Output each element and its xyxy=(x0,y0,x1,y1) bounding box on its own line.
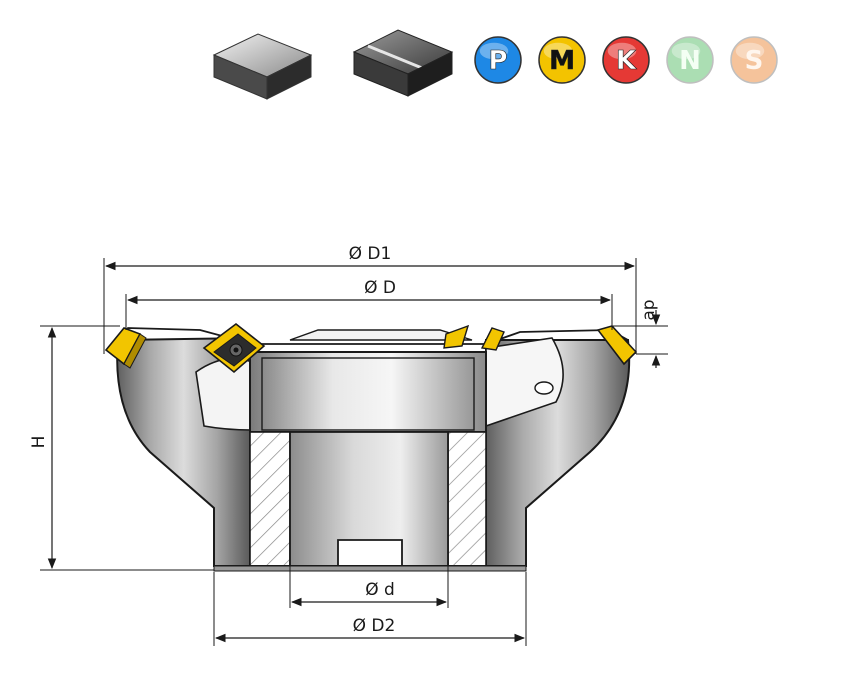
cutter-top-rim xyxy=(117,327,629,345)
plain-block-icon xyxy=(212,33,313,100)
dim-d2-label: Ø D2 xyxy=(353,616,396,636)
hub-inner-edge xyxy=(261,357,475,431)
material-badge-n: N xyxy=(666,36,714,84)
dim-d-label: Ø D xyxy=(364,278,396,298)
coolant-hole xyxy=(534,381,554,395)
insert-front-left xyxy=(202,322,266,374)
material-badge-letter: P xyxy=(488,46,507,76)
material-badge-k: K xyxy=(602,36,650,84)
insert-right-center xyxy=(480,327,505,351)
cutter-top-face xyxy=(289,329,473,341)
material-badge-letter: S xyxy=(745,46,764,76)
chip-pocket-right xyxy=(485,337,564,428)
material-badge-letter: N xyxy=(679,46,701,76)
material-badge-s: S xyxy=(730,36,778,84)
hub xyxy=(249,351,487,433)
material-badge-p: P xyxy=(474,36,522,84)
material-badge-letter: M xyxy=(549,46,575,76)
insert-center xyxy=(443,324,470,349)
material-badge-letter: K xyxy=(616,46,637,76)
dim-ap-label: ap xyxy=(639,299,659,320)
insert-left xyxy=(104,327,147,369)
chip-pocket-left xyxy=(195,357,253,431)
dim-bore-label: Ø d xyxy=(365,580,395,600)
section-wall-left xyxy=(249,431,291,567)
dim-h-label: H xyxy=(29,436,49,449)
dim-d1-label: Ø D1 xyxy=(349,244,392,264)
grooved-block-icon xyxy=(352,29,454,97)
material-badge-m: M xyxy=(538,36,586,84)
bore xyxy=(289,431,449,567)
section-wall-right xyxy=(447,431,487,567)
